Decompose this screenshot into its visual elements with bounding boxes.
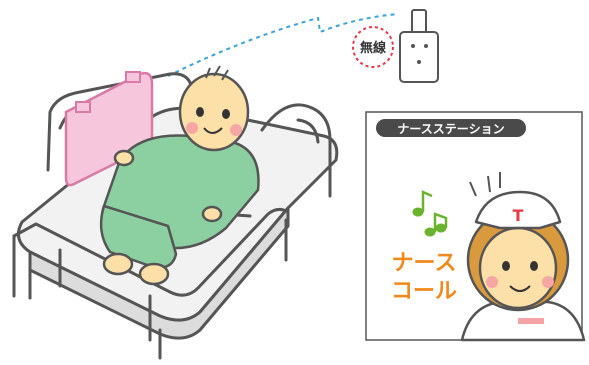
nurse-call-line1: ナース (392, 251, 457, 276)
wall-sensor-icon (399, 9, 439, 83)
wireless-badge: 無線 (352, 26, 394, 68)
patient-face (186, 65, 242, 136)
music-note-icon (412, 190, 448, 237)
wireless-signal-line (167, 13, 399, 77)
station-header: ナースステーション (397, 122, 504, 136)
cap-mark: T (513, 206, 524, 225)
wireless-label: 無線 (360, 40, 387, 56)
nurse-face: T (469, 172, 554, 292)
nurse-call-line2: コール (391, 279, 457, 304)
